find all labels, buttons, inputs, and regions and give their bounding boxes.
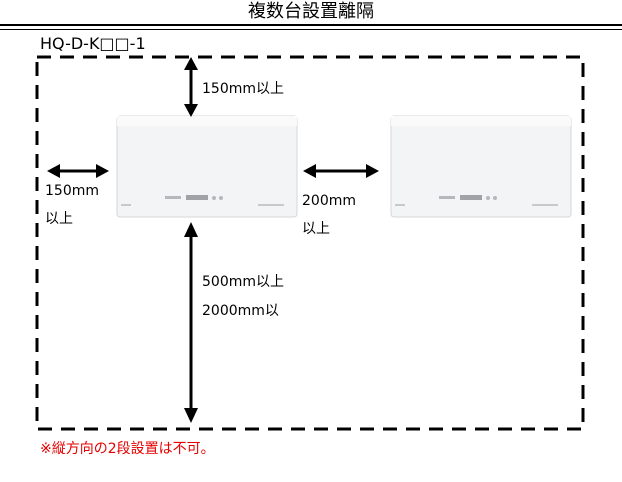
bottom-clearance-label-line1: 500mm以上 xyxy=(202,274,284,290)
bottom-clearance-arrow xyxy=(184,222,198,423)
between-clearance-label-line2: 以上 xyxy=(302,221,330,237)
bottom-clearance-label-line2: 2000mm以 xyxy=(202,303,279,319)
title-bar: 複数台設置離隔 xyxy=(0,0,622,30)
top-clearance-arrow xyxy=(184,57,198,117)
page-title: 複数台設置離隔 xyxy=(248,1,374,22)
indoor-unit-left xyxy=(116,115,298,218)
left-clearance-label-line1: 150mm xyxy=(45,183,99,199)
top-clearance-label: 150mm以上 xyxy=(202,81,284,97)
installation-boundary xyxy=(35,55,585,431)
between-clearance-arrow xyxy=(303,164,379,178)
installation-note: ※縦方向の2段設置は不可。 xyxy=(40,441,215,457)
indoor-unit-right xyxy=(390,115,572,218)
left-clearance-label-line2: 以上 xyxy=(45,211,73,227)
title-underline-thin xyxy=(0,29,622,30)
left-clearance-arrow xyxy=(47,164,109,178)
title-underline-thick xyxy=(0,24,622,26)
between-clearance-label-line1: 200mm xyxy=(302,193,356,209)
model-name: HQ-D-K□□-1 xyxy=(40,34,146,53)
